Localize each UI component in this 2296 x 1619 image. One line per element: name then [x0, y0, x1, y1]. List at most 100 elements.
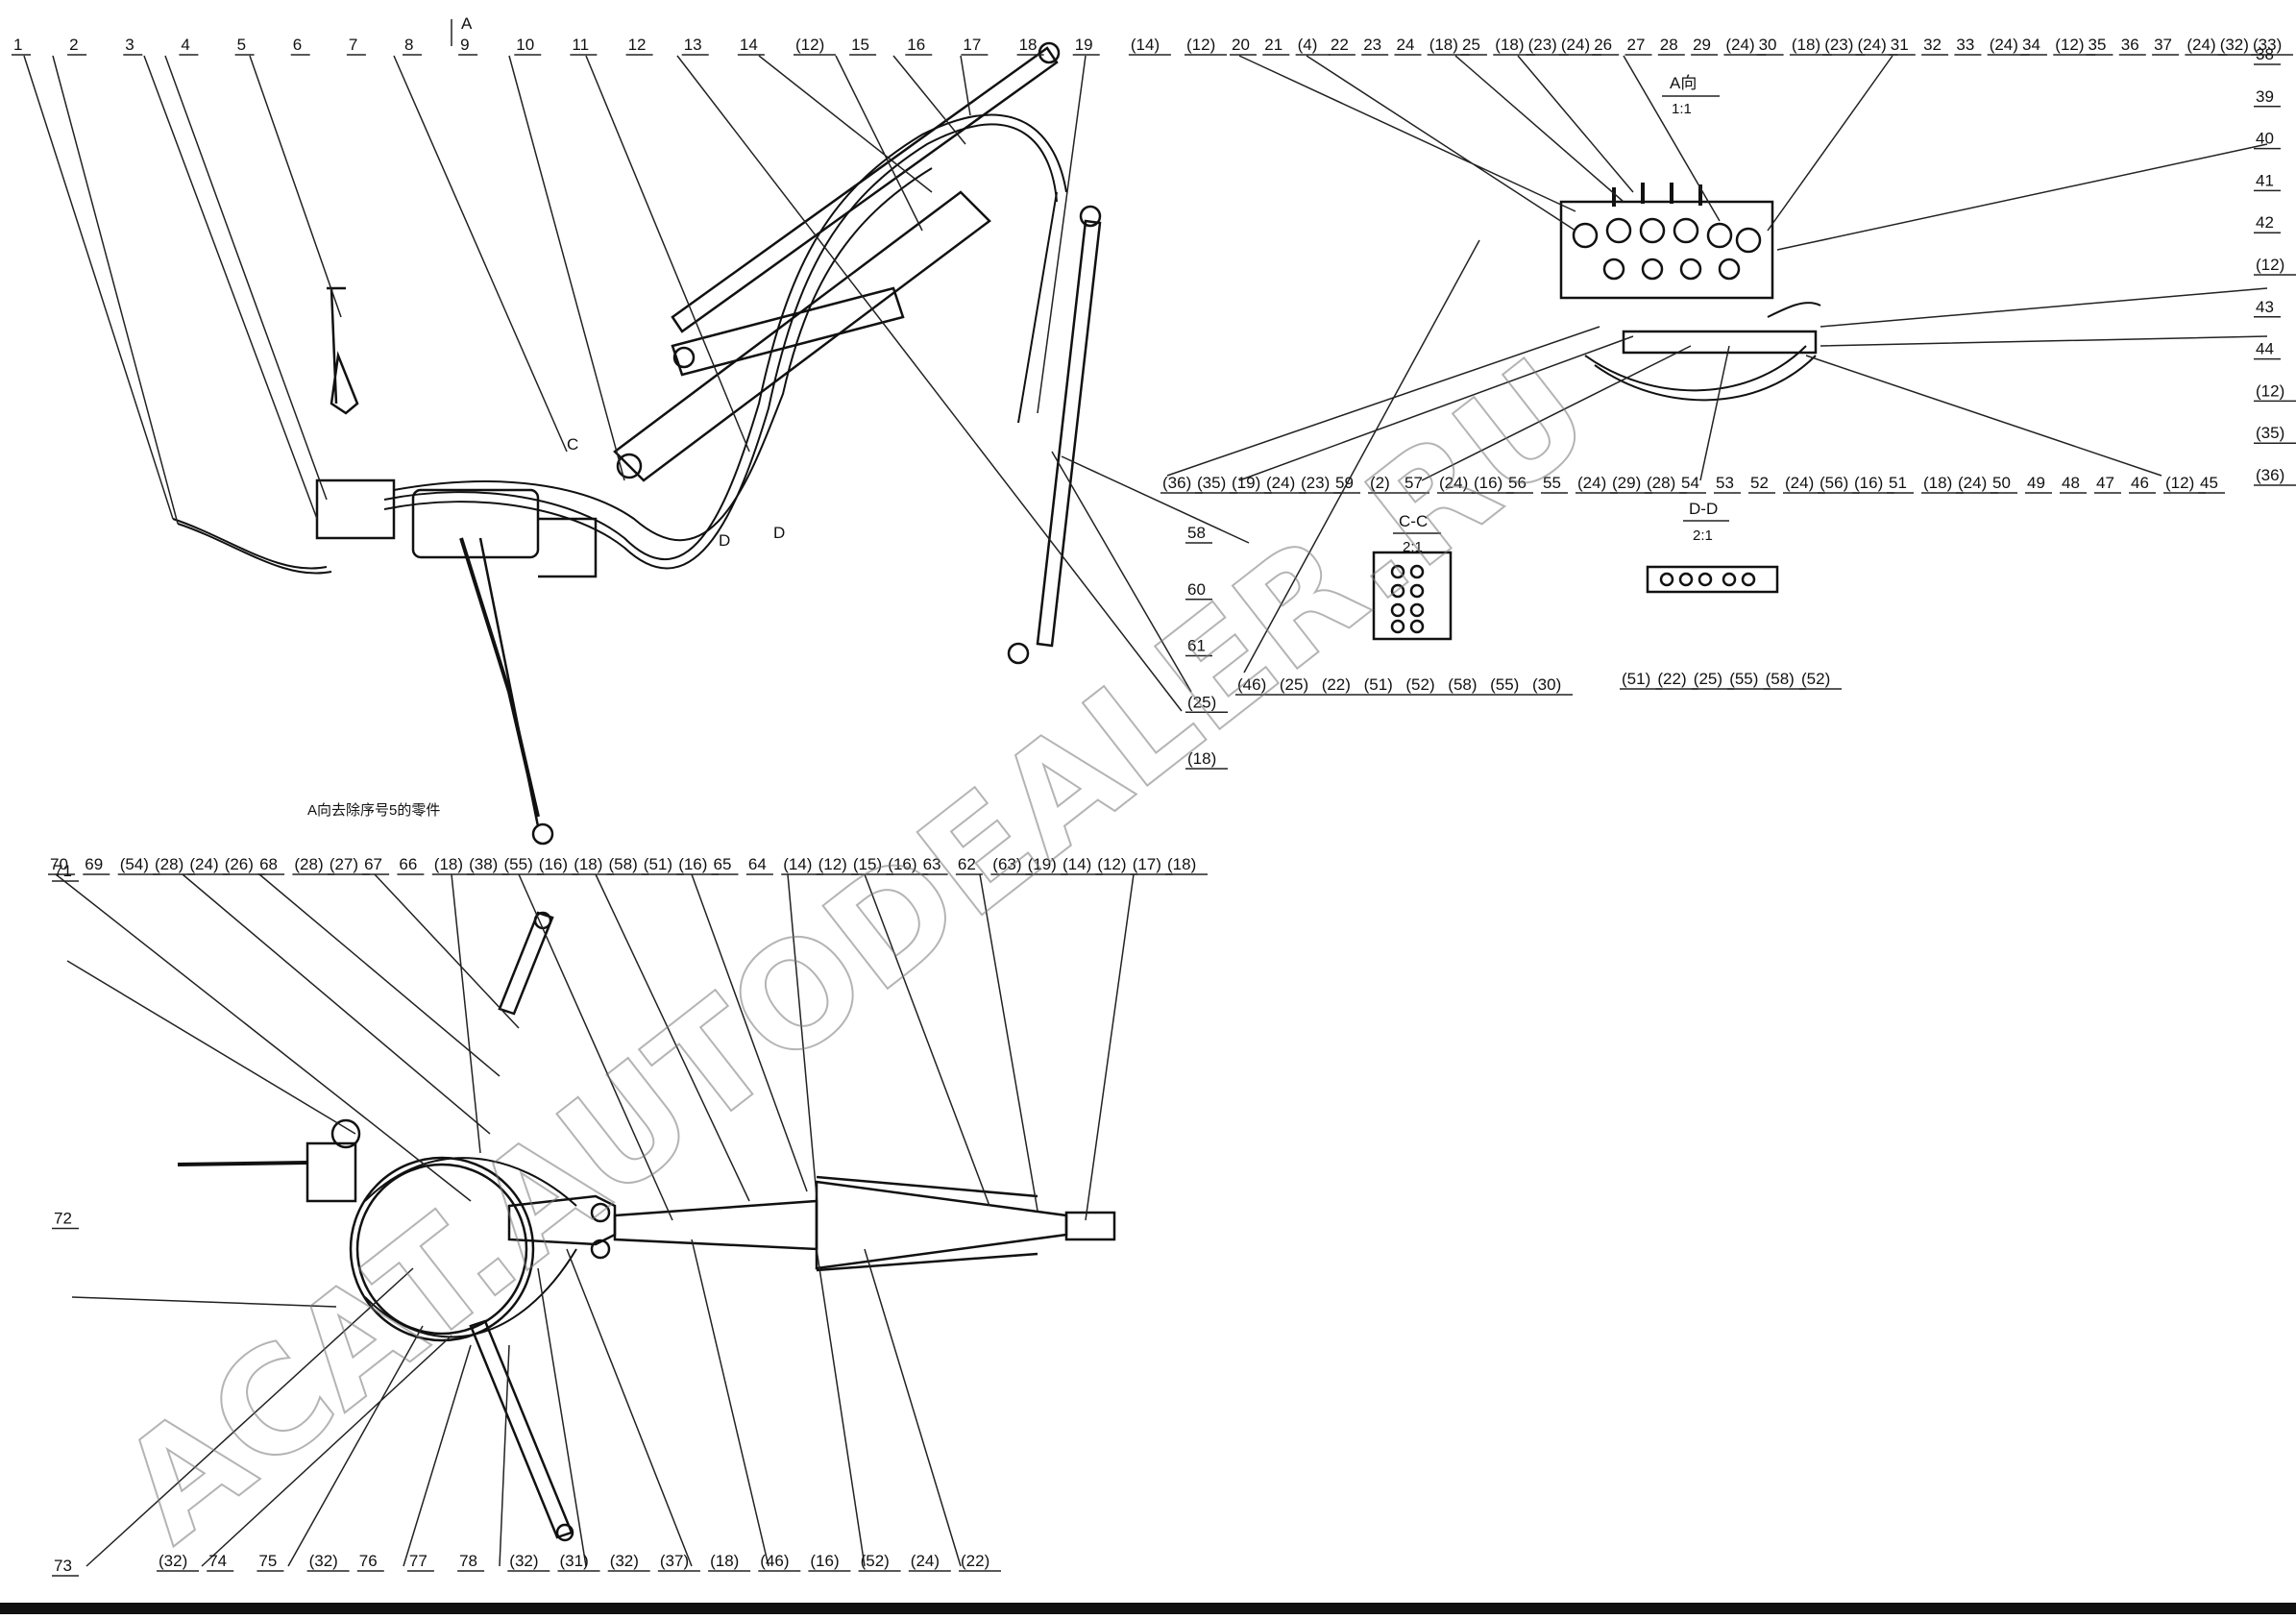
boom-arm: [613, 190, 991, 482]
callout-right-column-callouts-7: 44: [2256, 340, 2274, 358]
callout-cc-callouts-5: (58): [1448, 675, 1477, 694]
callout-top-left-callouts-14: (12): [795, 36, 824, 54]
callout-top-right-callouts-14: 29: [1693, 36, 1711, 54]
callout-bottom-top-callouts-13: (55): [504, 855, 533, 873]
callout-top-right-callouts-25: (12): [2055, 36, 2084, 54]
top-left-assembly: A C D D A向去除序号5的零件: [172, 14, 1102, 846]
main-bracket: [411, 488, 540, 559]
callout-bottom-top-callouts-2: (54): [120, 855, 149, 873]
multi-way-valve: [1559, 200, 1774, 300]
outlet-hose: [1767, 302, 1821, 318]
stick-cylinders-plan: [816, 1175, 1038, 1272]
watermark: ACAT.AUTODEALER.RU: [91, 328, 1621, 1574]
callout-bottom-callouts-6: 78: [459, 1552, 477, 1570]
valve-spools: [1572, 217, 1762, 281]
bottom-border-bar: [0, 1603, 2296, 1614]
callout-top-right-callouts-28: 37: [2154, 36, 2172, 54]
view-a-title: A向: [1670, 74, 1697, 92]
callout-top-right-callouts-3: 22: [1331, 36, 1349, 54]
boom-cylinder-eye: [672, 346, 696, 369]
callout-top-left-callouts-3: 4: [181, 36, 189, 54]
callout-valve-row-callouts-25: 49: [2027, 474, 2045, 492]
callout-top-right-callouts-13: 28: [1660, 36, 1678, 54]
control-lever: [327, 286, 359, 415]
callout-valve-row-callouts-5: 59: [1335, 474, 1354, 492]
callout-bottom-callouts-10: (37): [660, 1552, 689, 1570]
callout-bottom-callouts-12: (46): [760, 1552, 789, 1570]
callout-valve-row-callouts-9: (16): [1474, 474, 1502, 492]
side-rod: [177, 1161, 308, 1166]
cylinder-eye: [531, 822, 554, 846]
callout-top-right-callouts-17: (18): [1792, 36, 1820, 54]
callout-cc-callouts-3: (51): [1364, 675, 1393, 694]
slew-ring-inner: [355, 1163, 528, 1336]
callout-cc-callouts-7: (30): [1532, 675, 1561, 694]
callout-top-left-callouts-18: 18: [1019, 36, 1038, 54]
section-dd: D-D 2:1: [1646, 500, 1779, 594]
section-mark-c: C: [567, 435, 578, 454]
callout-right-column-callouts-8: (12): [2256, 381, 2284, 400]
callout-top-left-callouts-1: 2: [69, 36, 78, 54]
callout-right-column-callouts-1: 39: [2256, 87, 2274, 106]
callout-top-right-callouts-15: (24): [1725, 36, 1754, 54]
callout-bottom-callouts-13: (16): [810, 1552, 839, 1570]
callout-right-column-callouts-2: 40: [2256, 130, 2274, 148]
boom-pin: [616, 453, 643, 479]
callout-dd-callouts-3: (55): [1729, 670, 1758, 688]
callout-bottom-top-callouts-9: 67: [364, 855, 382, 873]
callout-dd-callouts-0: (51): [1622, 670, 1650, 688]
callout-bottom-top-callouts-5: (26): [225, 855, 254, 873]
callout-bottom-callouts-8: (31): [560, 1552, 589, 1570]
bottom-plan-assembly: [177, 911, 1116, 1542]
callout-bottom-callouts-0: (32): [159, 1552, 187, 1570]
callout-valve-row-callouts-29: (12): [2165, 474, 2194, 492]
section-mark-d1: D: [719, 531, 730, 550]
hose-bundle-b: [383, 123, 1058, 570]
breather: [330, 1118, 361, 1149]
callout-valve-row-callouts-13: (29): [1612, 474, 1641, 492]
callout-bottom-top-callouts-1: 69: [85, 855, 103, 873]
callout-valve-row-callouts-20: (16): [1854, 474, 1883, 492]
callout-dd-callouts-4: (58): [1766, 670, 1795, 688]
callout-bottom-top-callouts-30: (12): [1097, 855, 1126, 873]
boom-root-pin-bottom: [590, 1239, 611, 1260]
callout-top-left-callouts-5: 6: [293, 36, 302, 54]
callout-bottom-top-callouts-28: (19): [1028, 855, 1057, 873]
callout-valve-row-callouts-7: 57: [1404, 474, 1423, 492]
section-cc-ports: [1390, 564, 1425, 634]
cable-1b: [177, 523, 332, 575]
callout-top-right-callouts-19: (24): [1858, 36, 1887, 54]
callout-bottom-top-callouts-25: 63: [923, 855, 941, 873]
callout-top-right-callouts-10: (24): [1561, 36, 1590, 54]
callout-top-right-callouts-1: 21: [1264, 36, 1282, 54]
lower-cylinder-rod: [478, 537, 540, 827]
callout-top-left-callouts-9: 10: [516, 36, 534, 54]
callout-top-left-callouts-7: 8: [404, 36, 413, 54]
section-dd-ports: [1659, 572, 1756, 587]
callout-mid-callouts-0: 58: [1187, 524, 1206, 542]
callout-bottom-callouts-11: (18): [710, 1552, 739, 1570]
callout-top-right-callouts-31: (33): [2253, 36, 2282, 54]
callout-top-right-callouts-0: 20: [1232, 36, 1250, 54]
callout-mid-callouts-2: 61: [1187, 637, 1206, 655]
callout-top-right-callouts-7: 25: [1462, 36, 1480, 54]
callout-top-right-callouts-20: 31: [1891, 36, 1909, 54]
callout-top-right-callouts-18: (23): [1824, 36, 1853, 54]
callout-bottom-top-callouts-32: (18): [1167, 855, 1196, 873]
callout-top-right-callouts-22: 33: [1956, 36, 1974, 54]
callout-bottom-top-callouts-16: (58): [609, 855, 638, 873]
callout-top-left-callouts-6: 7: [349, 36, 357, 54]
callout-bottom-top-callouts-19: 65: [714, 855, 732, 873]
callout-top-left-callouts-2: 3: [125, 36, 134, 54]
callout-valve-row-callouts-24: 50: [1992, 474, 2011, 492]
callout-top-right-callouts-30: (32): [2220, 36, 2249, 54]
callout-cc-callouts-6: (55): [1490, 675, 1519, 694]
section-mark-d2: D: [773, 524, 785, 542]
callout-top-left-callouts-11: 12: [628, 36, 647, 54]
stick-cylinder: [671, 46, 1059, 333]
callout-bottom-callouts-2: 75: [258, 1552, 277, 1570]
callout-valve-row-callouts-14: (28): [1647, 474, 1675, 492]
callout-bottom-callouts-16: (22): [961, 1552, 989, 1570]
callout-dd-callouts-1: (22): [1657, 670, 1686, 688]
